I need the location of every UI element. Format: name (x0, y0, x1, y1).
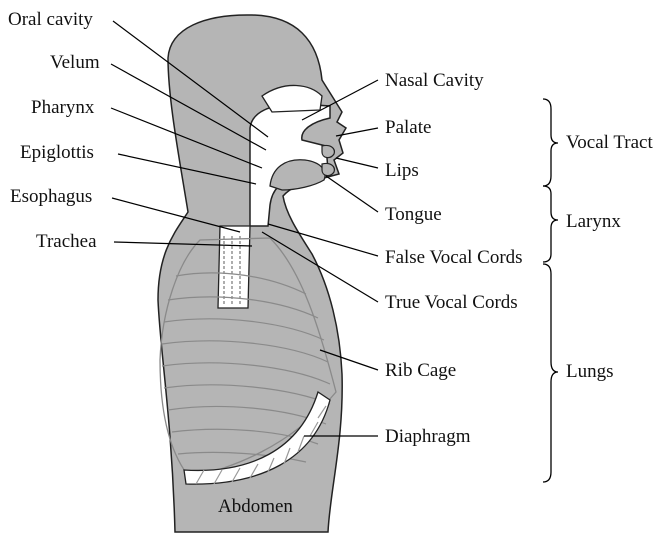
group-braces (543, 99, 558, 482)
label-epiglottis: Epiglottis (20, 142, 94, 164)
brace-larynx (543, 186, 558, 262)
brace-lungs (543, 264, 558, 482)
label-rib-cage: Rib Cage (385, 360, 456, 382)
label-esophagus: Esophagus (10, 186, 92, 208)
label-trachea: Trachea (36, 231, 97, 253)
label-true-vocal-cords: True Vocal Cords (385, 292, 518, 314)
group-label-larynx: Larynx (566, 211, 621, 233)
brace-vocal-tract (543, 99, 558, 186)
label-nasal-cavity: Nasal Cavity (385, 70, 484, 92)
label-diaphragm: Diaphragm (385, 426, 470, 448)
label-lips: Lips (385, 160, 419, 182)
label-palate: Palate (385, 117, 431, 139)
label-oral-cavity: Oral cavity (8, 9, 93, 31)
label-pharynx: Pharynx (31, 97, 94, 119)
label-false-vocal-cords: False Vocal Cords (385, 247, 523, 269)
leader-lips (336, 158, 378, 168)
label-velum: Velum (50, 52, 100, 74)
leader-tongue (326, 176, 378, 212)
label-tongue: Tongue (385, 204, 442, 226)
group-label-lungs: Lungs (566, 361, 614, 383)
group-label-vocal-tract: Vocal Tract (566, 132, 653, 154)
label-abdomen: Abdomen (218, 496, 293, 518)
